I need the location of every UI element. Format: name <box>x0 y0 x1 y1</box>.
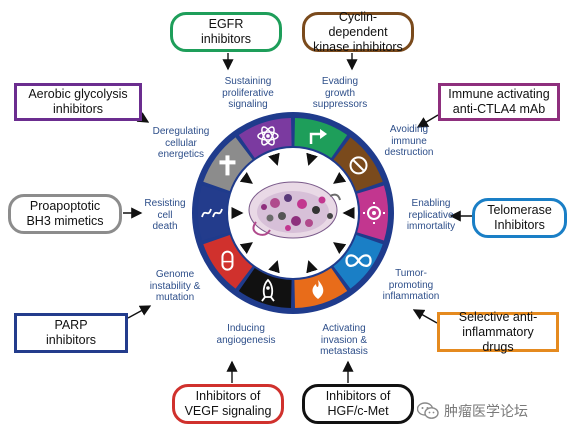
inner-arrow-replicative-immortality <box>333 242 347 255</box>
arrow-parp <box>127 305 152 319</box>
therapy-bh3-mimetics: Proapoptotic BH3 mimetics <box>8 194 122 234</box>
tumor-cells-illustration <box>248 181 341 239</box>
therapy-parp-inhibitors: PARP inhibitors <box>14 313 128 353</box>
therapy-hgf-cmet-inhibitors-text: Inhibitors of HGF/c-Met <box>325 389 391 418</box>
therapy-telomerase-inhibitors: Telomerase Inhibitors <box>472 198 567 238</box>
label-genome-instability-mutation: Genome instability & mutation <box>149 269 201 303</box>
watermark: 肿瘤医学论坛 <box>417 399 577 423</box>
therapy-telomerase-inhibitors-text: Telomerase Inhibitors <box>487 203 552 232</box>
inner-arrow-growth-suppressors <box>333 171 347 184</box>
label-deregulating-cellular-energetics: Deregulating cellular energetics <box>152 126 210 160</box>
label-evading-growth-suppressors: Evading growth suppressors <box>312 76 368 110</box>
wheel-segment-invasion-metastasis <box>238 268 292 308</box>
inner-arrow-invasion-metastasis <box>268 260 280 274</box>
therapy-cdk-inhibitors-text: Cyclin-dependent kinase inhibitors <box>313 9 403 54</box>
therapy-hgf-cmet-inhibitors: Inhibitors of HGF/c-Met <box>302 384 414 424</box>
rocket-icon <box>261 278 275 302</box>
inner-arrow-angiogenesis <box>239 242 253 255</box>
label-resisting-cell-death: Resisting cell death <box>144 198 186 232</box>
cross-icon <box>219 155 236 176</box>
therapy-parp-inhibitors-text: PARP inhibitors <box>45 318 97 347</box>
therapy-aerobic-glycolysis-inhibitors: Aerobic glycolysis inhibitors <box>14 83 142 121</box>
flame-icon <box>312 280 324 300</box>
watermark-text: 肿瘤医学论坛 <box>444 403 528 419</box>
atom-icon <box>257 126 279 146</box>
therapy-cdk-inhibitors: Cyclin-dependent kinase inhibitors <box>302 9 414 54</box>
inner-arrow-proliferative-signaling <box>306 152 318 166</box>
therapy-vegf-inhibitors: Inhibitors of VEGF signaling <box>172 384 284 424</box>
therapy-vegf-inhibitors-text: Inhibitors of VEGF signaling <box>184 389 272 418</box>
therapy-selective-anti-inflammatory: Selective anti- inflammatory drugs <box>437 309 559 354</box>
wechat-icon <box>417 402 439 419</box>
label-avoiding-immune-destruction: Avoiding immune destruction <box>384 124 434 158</box>
vessel-icon <box>221 250 234 271</box>
therapy-immune-activating: Immune activating anti-CTLA4 mAb <box>438 83 560 121</box>
inner-arrow-inflammation <box>306 260 318 274</box>
therapy-aerobic-glycolysis-inhibitors-text: Aerobic glycolysis inhibitors <box>28 87 128 116</box>
inner-arrow-resisting-cell-death <box>239 171 253 184</box>
label-activating-invasion-metastasis: Activating invasion & metastasis <box>320 323 368 357</box>
wheel-segment-genome-instability <box>198 185 229 241</box>
therapy-egfr-inhibitors: EGFR inhibitors <box>170 12 282 52</box>
label-enabling-replicative-immortality: Enabling replicative immortality <box>406 198 456 232</box>
no-entry-icon <box>349 156 368 175</box>
label-inducing-angiogenesis: Inducing angiogenesis <box>216 323 276 346</box>
infinity-icon <box>345 254 372 267</box>
arrow-up-right-icon <box>309 128 328 144</box>
therapy-bh3-mimetics-text: Proapoptotic BH3 mimetics <box>26 199 104 228</box>
therapy-egfr-inhibitors-text: EGFR inhibitors <box>200 17 252 46</box>
inner-arrow-cellular-energetics <box>268 152 280 166</box>
therapy-selective-anti-inflammatory-text: Selective anti- inflammatory drugs <box>458 309 538 354</box>
immune-cell-icon <box>363 202 385 224</box>
label-sustaining-proliferative-signaling: Sustaining proliferative signaling <box>222 76 274 110</box>
label-tumor-promoting-inflammation: Tumor- promoting inflammation <box>382 268 440 302</box>
chromosome-icon <box>201 208 223 218</box>
arrow-anti-inflammatory <box>412 309 438 324</box>
arrow-immune <box>416 114 439 128</box>
therapy-immune-activating-text: Immune activating anti-CTLA4 mAb <box>448 87 550 116</box>
